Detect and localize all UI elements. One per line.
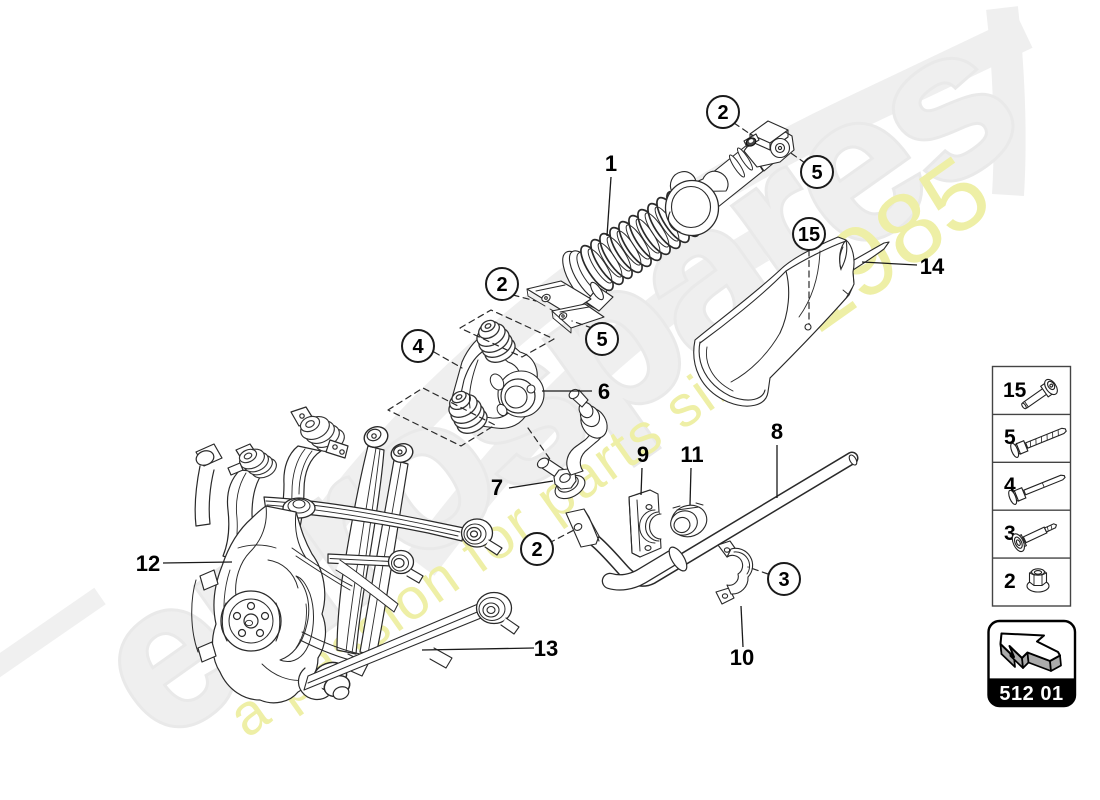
svg-text:15: 15 [798,224,820,246]
svg-text:11: 11 [680,442,703,467]
svg-text:12: 12 [136,551,160,576]
svg-text:10: 10 [730,645,754,670]
svg-text:5: 5 [596,329,607,351]
svg-text:1: 1 [605,151,617,176]
svg-text:9: 9 [637,442,649,467]
svg-text:4: 4 [412,336,424,358]
svg-text:6: 6 [598,379,610,404]
svg-text:eurospares: eurospares [52,0,1052,784]
svg-text:2: 2 [531,539,542,561]
svg-text:8: 8 [771,419,783,444]
svg-text:3: 3 [778,569,789,591]
svg-text:3: 3 [1004,522,1016,545]
svg-text:2: 2 [496,274,507,296]
svg-text:2: 2 [717,102,728,124]
svg-text:512 01: 512 01 [999,683,1063,705]
svg-text:14: 14 [920,254,945,279]
svg-text:7: 7 [491,475,503,500]
svg-text:13: 13 [534,636,558,661]
svg-text:15: 15 [1003,379,1027,402]
svg-text:5: 5 [811,162,822,184]
svg-text:2: 2 [1004,570,1016,593]
